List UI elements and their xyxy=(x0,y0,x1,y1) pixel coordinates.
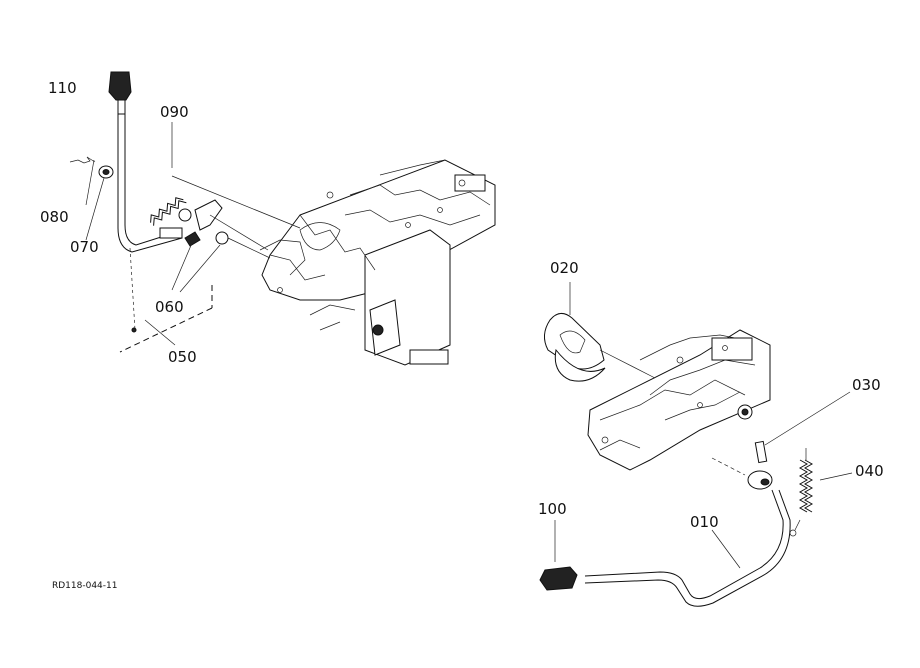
callout-050: 050 xyxy=(168,348,197,366)
guide-plate-020 xyxy=(544,313,656,382)
knob-100 xyxy=(539,520,578,591)
callout-070: 070 xyxy=(70,238,99,256)
callout-030: 030 xyxy=(852,376,881,394)
left-frame-housing xyxy=(259,159,496,366)
drawing-code: RD118-044-11 xyxy=(52,581,118,591)
callout-020: 020 xyxy=(550,259,579,277)
callout-080: 080 xyxy=(40,208,69,226)
callout-110: 110 xyxy=(48,79,77,97)
washer-070 xyxy=(98,165,114,179)
dashed-outline-050 xyxy=(119,285,213,353)
right-leader-lines xyxy=(569,282,741,569)
pin-030 xyxy=(754,391,851,464)
right-frame-housing xyxy=(587,329,771,471)
lever-rod-010 xyxy=(584,470,801,607)
lever-rod-assembly xyxy=(108,71,183,333)
callout-090: 090 xyxy=(160,103,189,121)
spring-040 xyxy=(711,448,853,513)
left-leader-lines xyxy=(85,122,221,346)
left-assembly: 110 090 080 070 060 050 xyxy=(40,71,496,366)
right-assembly: 020 030 040 100 010 xyxy=(538,259,884,607)
callout-100: 100 xyxy=(538,500,567,518)
spring-090 xyxy=(150,175,301,229)
pin-080 xyxy=(69,156,96,164)
bracket-bushings-060 xyxy=(159,199,271,259)
callout-040: 040 xyxy=(855,462,884,480)
callout-010: 010 xyxy=(690,513,719,531)
callout-060: 060 xyxy=(155,298,184,316)
